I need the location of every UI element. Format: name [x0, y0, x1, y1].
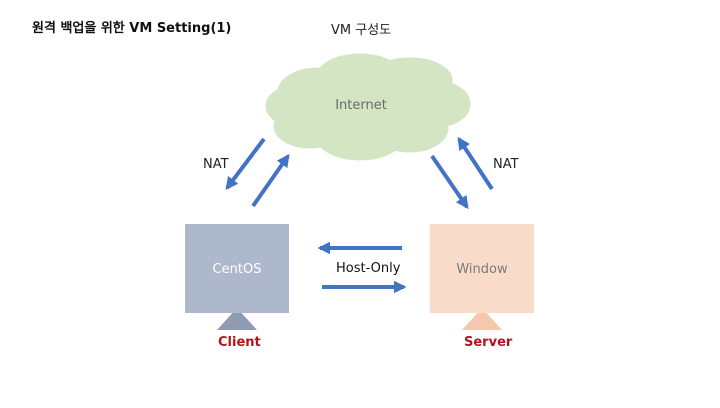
internet-cloud: Internet [265, 53, 471, 161]
server-box [430, 224, 534, 313]
server-box-label: Window [456, 262, 508, 277]
slide-title: 원격 백업을 위한 VM Setting(1) [32, 21, 232, 36]
diagram-title: VM 구성도 [331, 23, 392, 38]
server-machine: Window [430, 224, 534, 330]
host-only-label: Host-Only [336, 261, 401, 276]
client-stand [217, 308, 257, 330]
nat-right-label: NAT [493, 157, 519, 172]
nat-left-up-arrow [251, 153, 290, 208]
nat-right-down-arrow [430, 154, 469, 210]
client-box-label: CentOS [213, 262, 262, 277]
nat-right-up-arrow [457, 136, 494, 191]
client-box [185, 224, 289, 313]
internet-label: Internet [335, 98, 387, 113]
server-stand [462, 308, 502, 330]
server-caption: Server [464, 335, 513, 350]
nat-left-label: NAT [203, 157, 229, 172]
client-machine: CentOS [185, 224, 289, 330]
client-caption: Client [218, 335, 261, 350]
nat-left-down-arrow [225, 137, 266, 191]
